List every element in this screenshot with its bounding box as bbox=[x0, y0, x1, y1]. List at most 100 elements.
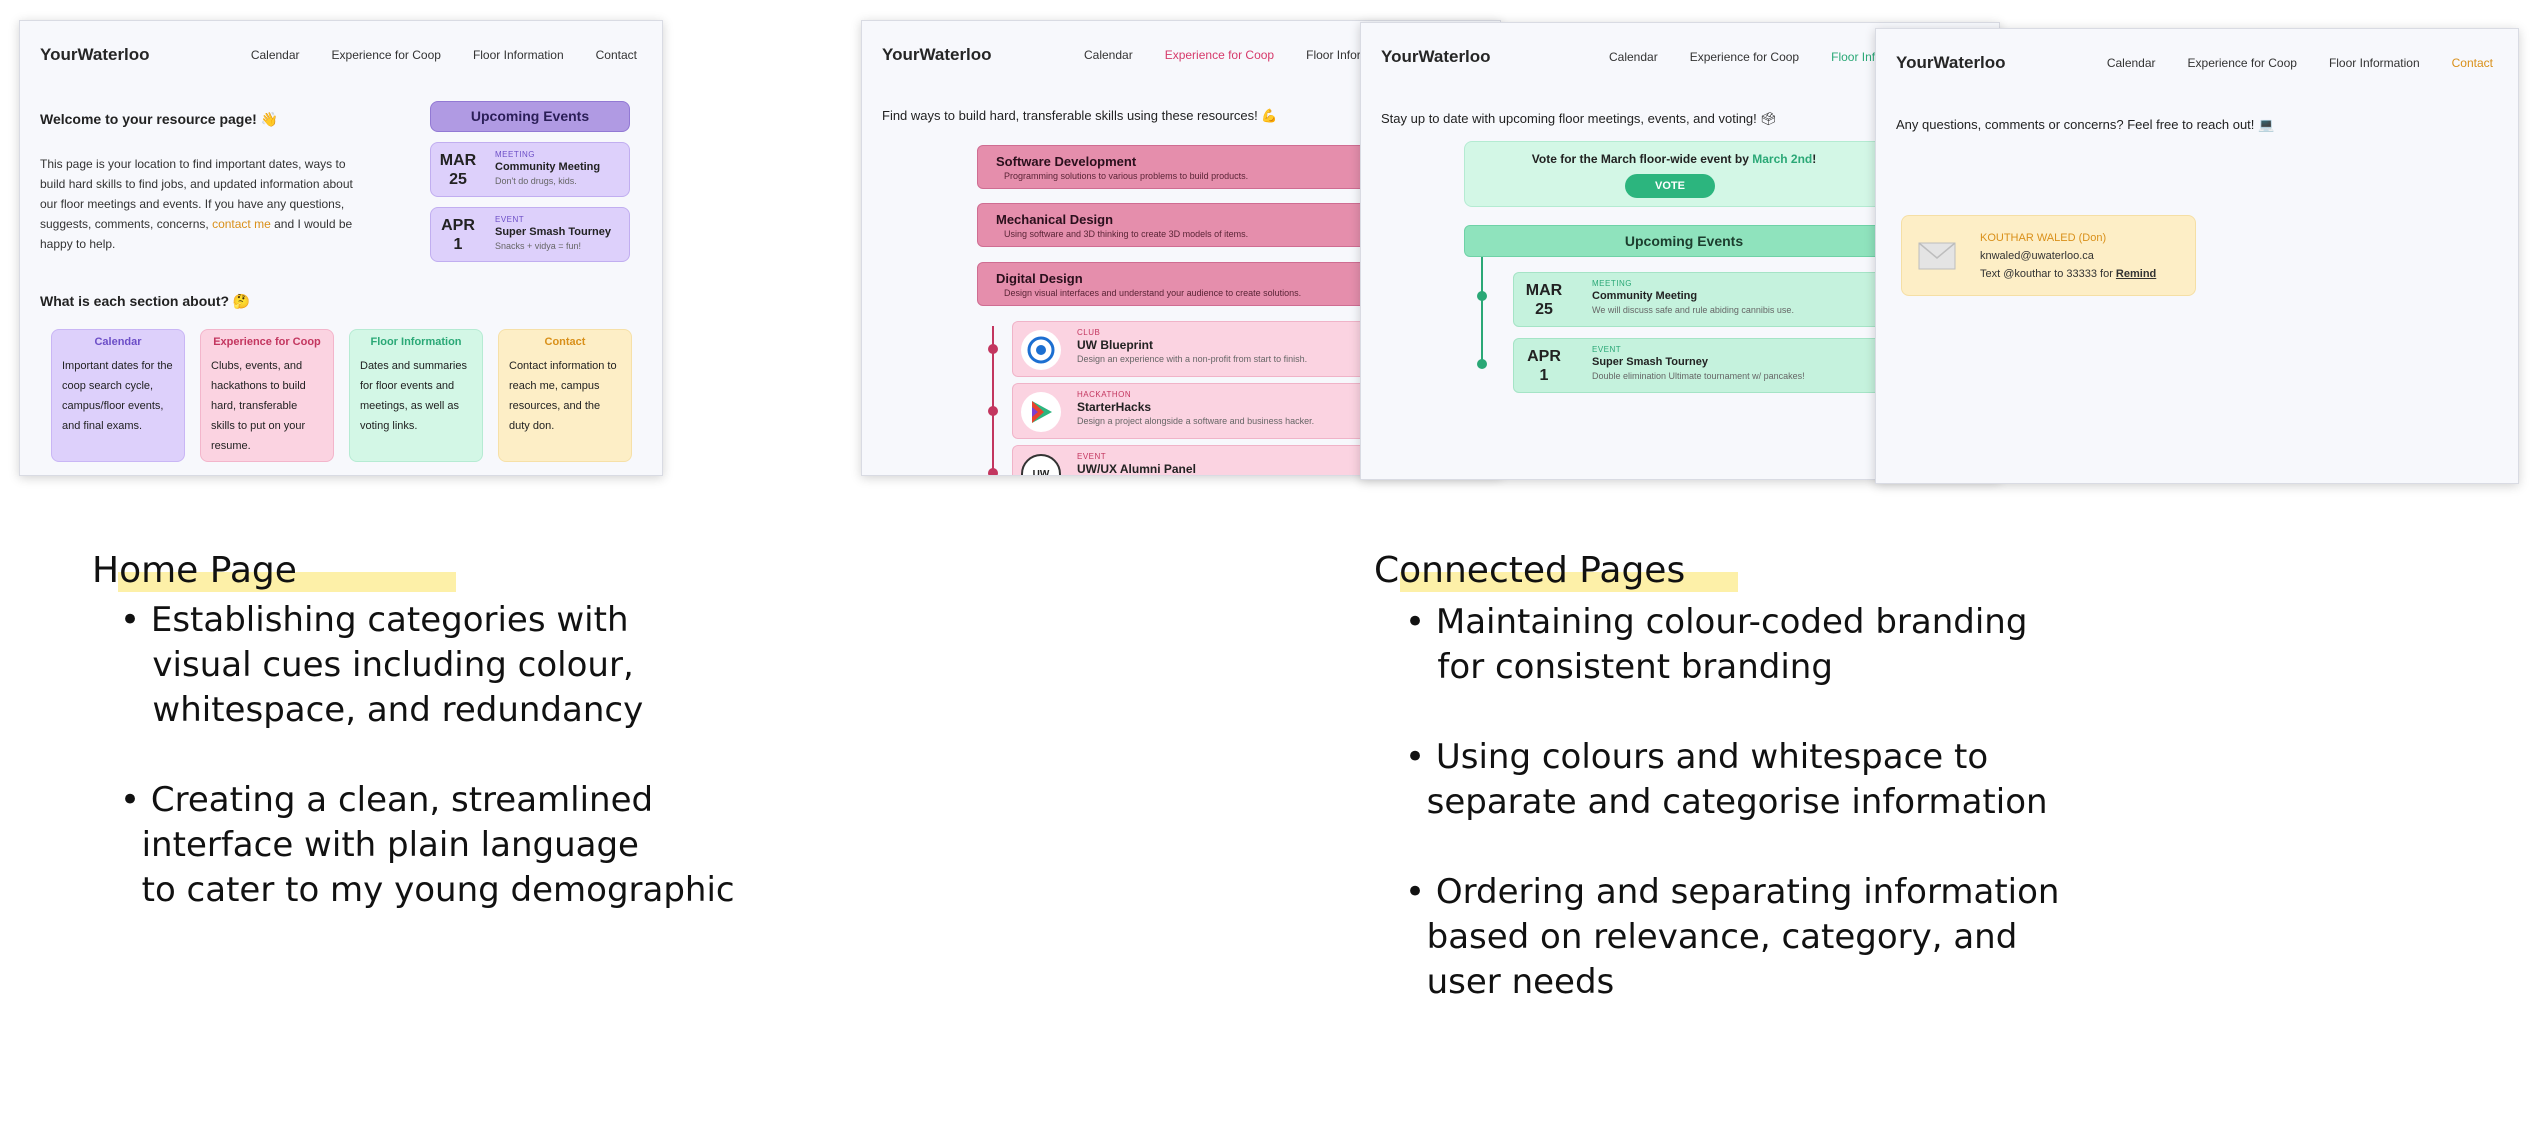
vote-date: March 2nd bbox=[1752, 152, 1813, 166]
item-title: UW/UX Alumni Panel bbox=[1077, 462, 1196, 476]
nav-calendar[interactable]: Calendar bbox=[2106, 56, 2156, 70]
event-date: APR 1 bbox=[437, 216, 479, 254]
intro-text-end: and I would be happy to help. bbox=[40, 217, 353, 251]
contact-card: KOUTHAR WALED (Don) knwaled@uwaterloo.ca… bbox=[1901, 215, 2196, 296]
navbar: YourWaterloo Calendar Experience for Coo… bbox=[1876, 29, 2518, 99]
card-calendar[interactable]: Calendar Important dates for the coop se… bbox=[51, 329, 185, 462]
event-month: APR bbox=[1527, 348, 1561, 365]
nav-floor[interactable]: Floor Inforr bbox=[1306, 48, 1365, 62]
timeline-dot bbox=[1477, 359, 1487, 369]
starterhacks-logo-icon bbox=[1021, 392, 1061, 432]
timeline-dot bbox=[988, 468, 998, 475]
nav-floor[interactable]: Floor Information bbox=[2328, 56, 2420, 70]
item-kind: EVENT bbox=[1077, 452, 1107, 461]
upcoming-events-header: Upcoming Events bbox=[430, 101, 630, 132]
envelope-icon bbox=[1918, 242, 1956, 275]
event-title: Super Smash Tourney bbox=[495, 226, 611, 238]
timeline-dot bbox=[988, 344, 998, 354]
vote-prefix: Vote for the March floor-wide event by bbox=[1531, 152, 1753, 166]
event-subtitle: Don't do drugs, kids. bbox=[495, 176, 577, 186]
vote-button[interactable]: VOTE bbox=[1625, 174, 1715, 198]
card-title: Contact bbox=[544, 336, 586, 348]
home-page-bullets: • Establishing categories with visual cu… bbox=[120, 598, 735, 958]
accordion-title: Digital Design bbox=[996, 271, 1083, 286]
nav-coop[interactable]: Experience for Coop bbox=[2187, 56, 2297, 70]
nav-floor[interactable]: Floor Information bbox=[472, 48, 564, 62]
card-body: Clubs, events, and hackathons to build h… bbox=[211, 360, 306, 452]
contact-me-link[interactable]: contact me bbox=[212, 217, 271, 231]
home-page-screenshot: YourWaterloo Calendar Experience for Coo… bbox=[19, 20, 663, 476]
card-contact[interactable]: Contact Contact information to reach me,… bbox=[498, 329, 632, 462]
event-title: Super Smash Tourney bbox=[1592, 356, 1708, 368]
item-subtitle: Design an experience with a non-profit f… bbox=[1077, 354, 1308, 364]
event-date: MAR 25 bbox=[437, 151, 479, 189]
contact-remind: Text @kouthar to 33333 for Remind bbox=[1980, 268, 2156, 280]
navbar: YourWaterloo Calendar Experience for Coo… bbox=[20, 21, 662, 91]
timeline-dot bbox=[1477, 291, 1487, 301]
card-body: Dates and summaries for floor events and… bbox=[360, 360, 467, 432]
timeline-dot bbox=[988, 406, 998, 416]
connected-pages-caption-title: Connected Pages bbox=[1374, 550, 1686, 591]
accordion-title: Mechanical Design bbox=[996, 212, 1114, 227]
item-title: StarterHacks bbox=[1077, 400, 1152, 414]
contact-intro: Any questions, comments or concerns? Fee… bbox=[1896, 117, 2275, 132]
brand-logo[interactable]: YourWaterloo bbox=[882, 45, 992, 64]
event-day: 25 bbox=[449, 171, 467, 188]
event-title: Community Meeting bbox=[495, 161, 601, 173]
contact-name: KOUTHAR WALED (Don) bbox=[1980, 232, 2107, 244]
card-body: Important dates for the coop search cycl… bbox=[62, 360, 173, 432]
event-subtitle: Double elimination Ultimate tournament w… bbox=[1592, 371, 1805, 381]
vote-text: Vote for the March floor-wide event by M… bbox=[1465, 152, 1883, 166]
event-month: MAR bbox=[439, 152, 477, 169]
nav-contact[interactable]: Contact bbox=[2451, 56, 2493, 70]
item-kind: CLUB bbox=[1077, 328, 1101, 337]
event-date: APR 1 bbox=[1520, 347, 1568, 385]
contact-email[interactable]: knwaled@uwaterloo.ca bbox=[1980, 250, 2094, 262]
bullet-item: • Establishing categories with visual cu… bbox=[120, 600, 644, 730]
nav-coop[interactable]: Experience for Coop bbox=[1689, 50, 1800, 64]
event-day: 1 bbox=[453, 236, 463, 253]
nav-coop[interactable]: Experience for Coop bbox=[331, 48, 441, 62]
bullet-item: • Ordering and separating information ba… bbox=[1405, 872, 2060, 1002]
uw-blueprint-logo-icon bbox=[1021, 330, 1061, 370]
title-highlight bbox=[118, 572, 456, 592]
event-subtitle: We will discuss safe and rule abiding ca… bbox=[1592, 305, 1794, 315]
connected-pages-bullets: • Maintaining colour-coded branding for … bbox=[1405, 600, 2059, 1050]
card-title: Floor Information bbox=[370, 336, 462, 348]
nav-calendar[interactable]: Calendar bbox=[250, 48, 300, 62]
brand-logo[interactable]: YourWaterloo bbox=[1381, 47, 1491, 66]
event-day: 25 bbox=[1535, 301, 1553, 318]
brand-logo[interactable]: YourWaterloo bbox=[40, 45, 150, 64]
contact-page-screenshot: YourWaterloo Calendar Experience for Coo… bbox=[1875, 28, 2519, 484]
event-date: MAR 25 bbox=[1520, 281, 1568, 319]
card-floor[interactable]: Floor Information Dates and summaries fo… bbox=[349, 329, 483, 462]
nav-contact[interactable]: Contact bbox=[595, 48, 637, 62]
nav-coop[interactable]: Experience for Coop bbox=[1164, 48, 1275, 62]
remind-text: Text @kouthar to 33333 for bbox=[1980, 268, 2116, 280]
event-month: MAR bbox=[1525, 282, 1563, 299]
nav-calendar[interactable]: Calendar bbox=[1609, 50, 1658, 64]
welcome-heading: Welcome to your resource page! 👋 bbox=[40, 111, 279, 127]
card-coop[interactable]: Experience for Coop Clubs, events, and h… bbox=[200, 329, 334, 462]
card-title: Calendar bbox=[94, 336, 142, 348]
card-body: Contact information to reach me, campus … bbox=[509, 360, 617, 432]
event-month: APR bbox=[441, 217, 475, 234]
timeline-line bbox=[992, 326, 994, 475]
vote-banner: Vote for the March floor-wide event by M… bbox=[1464, 141, 1884, 207]
timeline-line bbox=[1481, 257, 1483, 367]
remind-link[interactable]: Remind bbox=[2115, 268, 2157, 280]
bullet-item: • Using colours and whitespace to separa… bbox=[1405, 737, 2048, 822]
vote-suffix: ! bbox=[1812, 152, 1817, 166]
item-kind: HACKATHON bbox=[1077, 390, 1132, 399]
event-day: 1 bbox=[1539, 367, 1549, 384]
nav-calendar[interactable]: Calendar bbox=[1084, 48, 1133, 62]
intro-paragraph: This page is your location to find impor… bbox=[40, 154, 370, 254]
coop-intro: Find ways to build hard, transferable sk… bbox=[882, 108, 1278, 123]
brand-logo[interactable]: YourWaterloo bbox=[1896, 53, 2006, 72]
floor-intro: Stay up to date with upcoming floor meet… bbox=[1381, 111, 1777, 126]
accordion-title: Software Development bbox=[996, 154, 1137, 169]
